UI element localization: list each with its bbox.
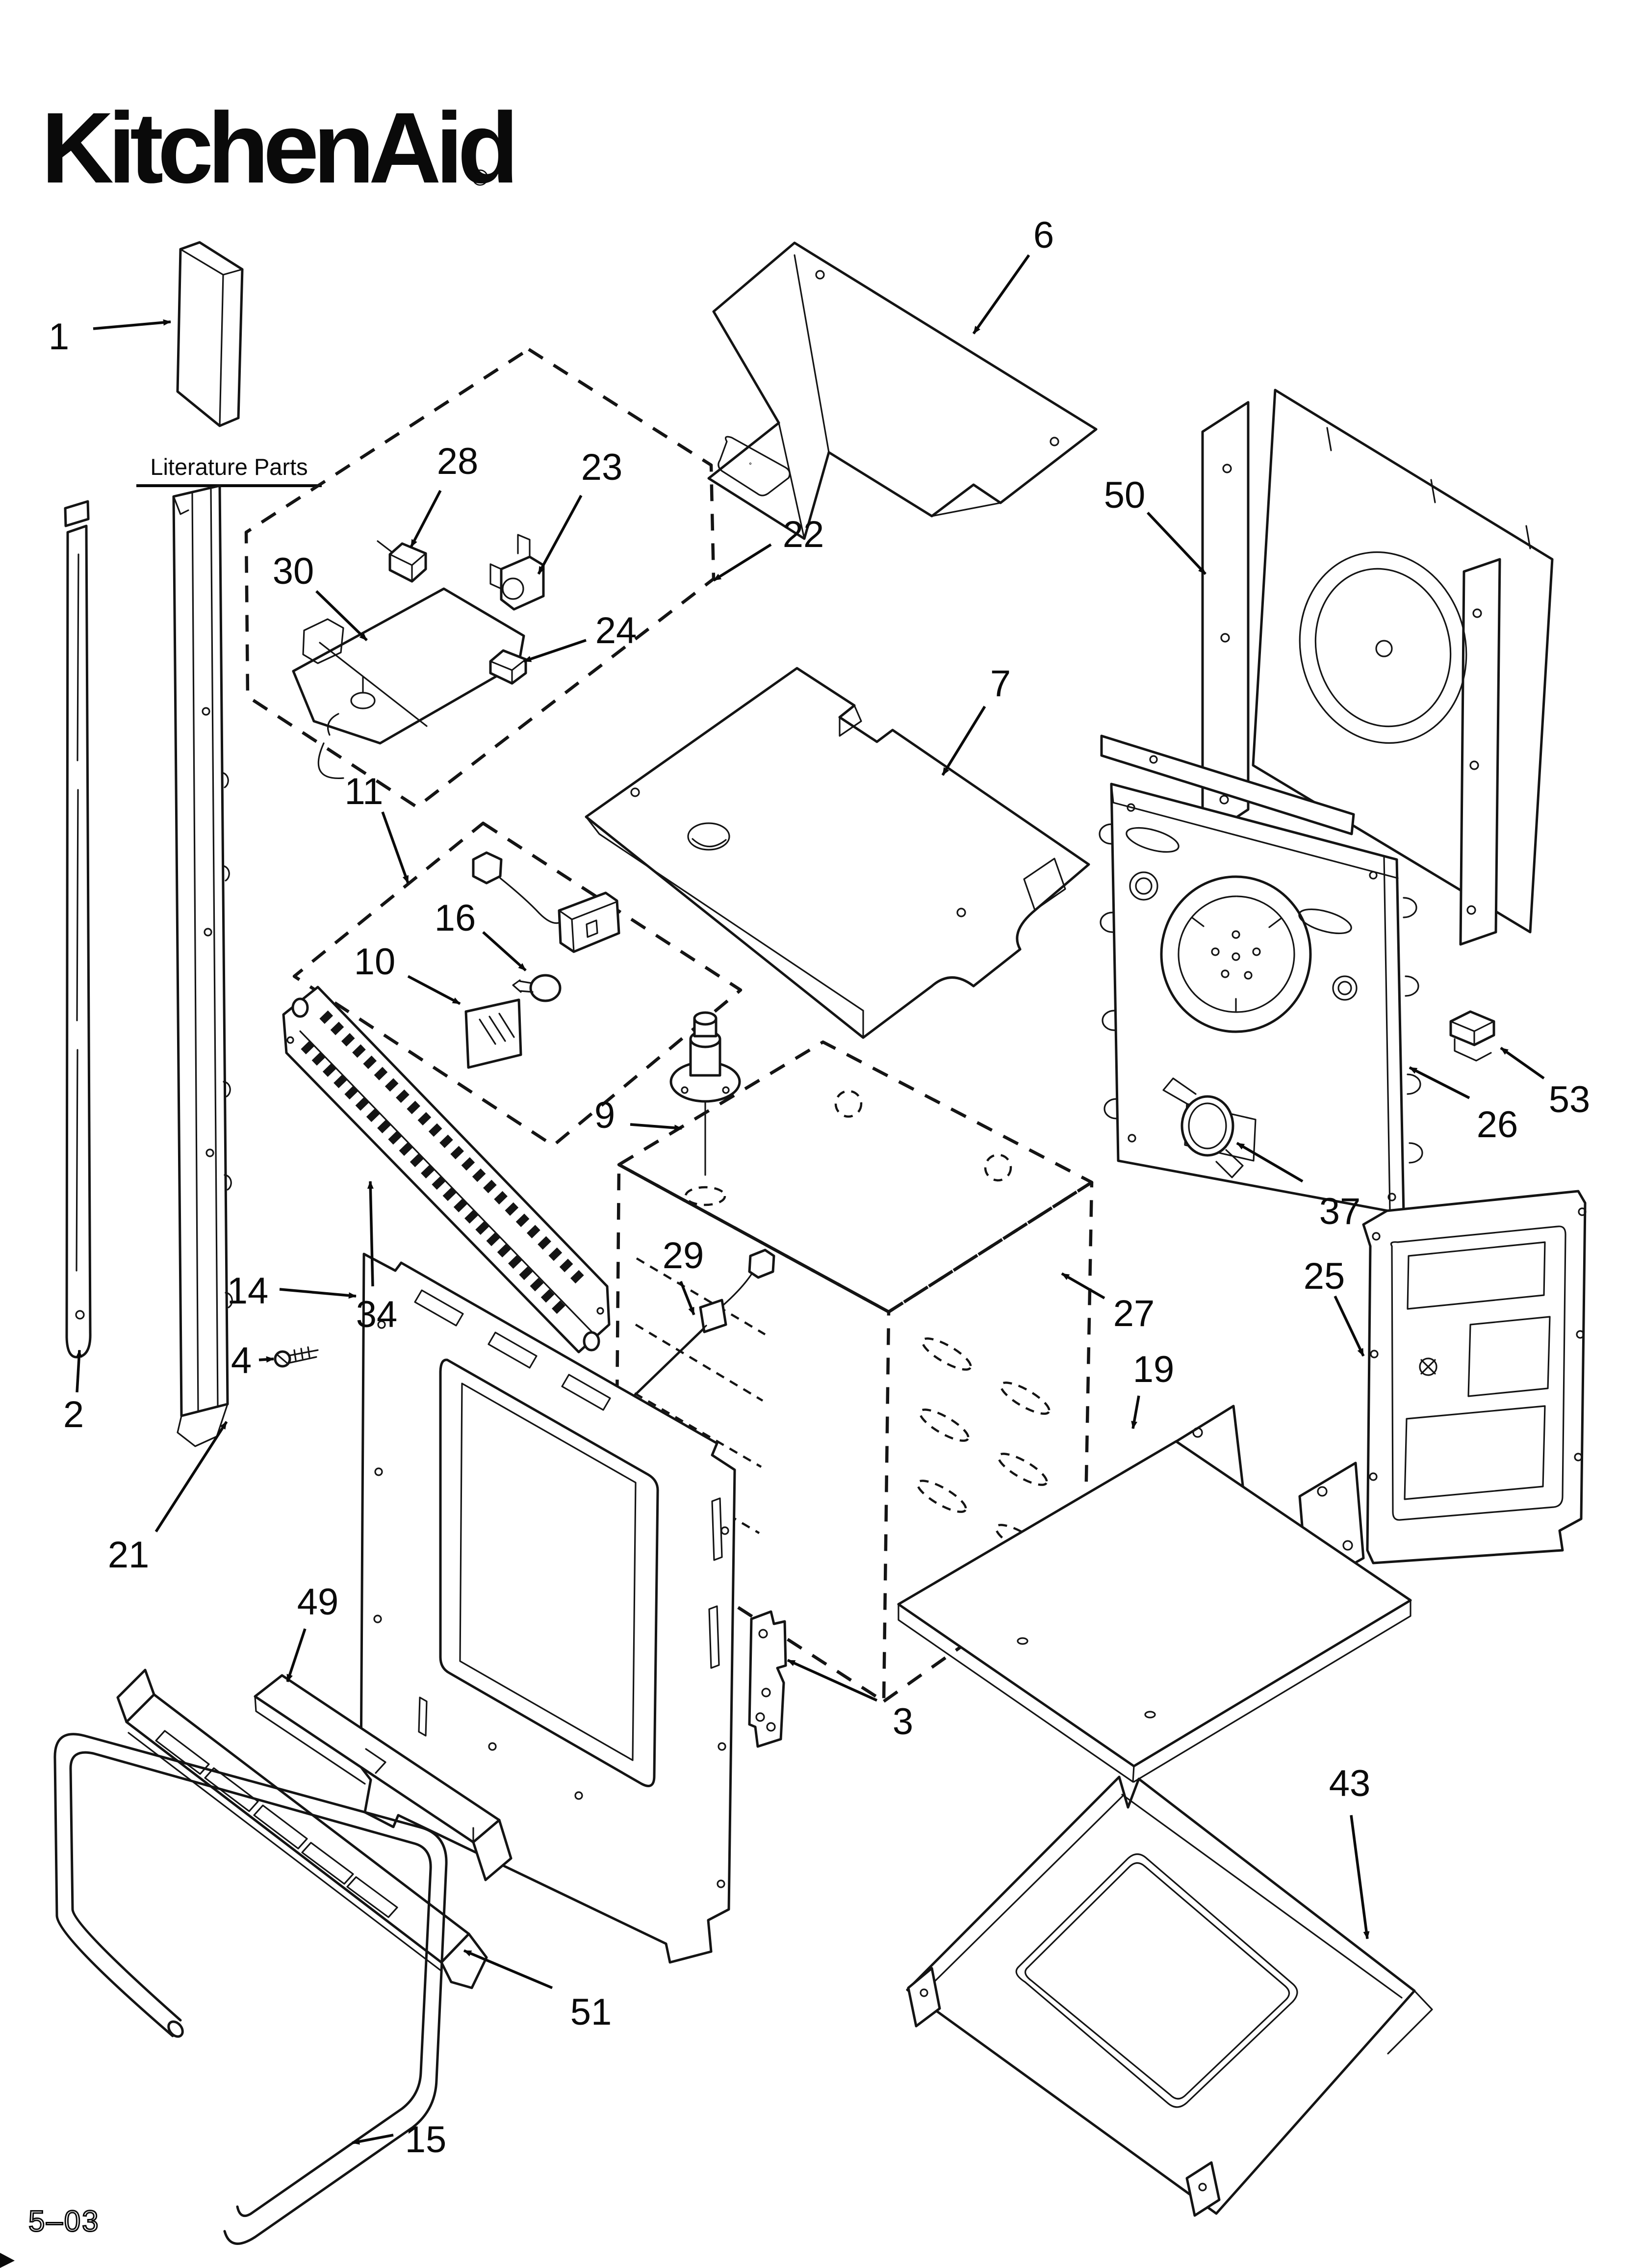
callout-37: 37 [1319,1191,1361,1232]
callout-10: 10 [354,941,396,983]
part-1-literature-booklet [176,241,244,427]
callout-29: 29 [663,1235,704,1277]
callout-arrow-29 [679,1280,695,1316]
part-49-support-bar [254,1674,513,1881]
callout-3: 3 [893,1701,913,1743]
callout-28: 28 [437,441,479,482]
part-15-door-gasket [53,1733,448,2245]
part-19-shelf-panel [897,1405,1412,1783]
callout-4: 4 [231,1340,252,1382]
callout-arrow-34 [367,1181,374,1287]
literature-label: Literature Parts [150,454,308,480]
callout-21: 21 [108,1534,150,1576]
part-26-oven-rear-panel [1099,734,1423,1215]
callout-15: 15 [405,2119,447,2161]
callout-25: 25 [1304,1255,1345,1297]
part-16-lamp-socket-and-bulb [472,851,620,1002]
part-7-oven-top-panel [585,667,1090,1039]
part-34-vent-grille [282,986,611,1354]
callout-16: 16 [435,897,476,939]
callout-9: 9 [594,1095,615,1136]
callout-23: 23 [581,446,623,488]
part-4-screw [274,1346,319,1368]
part-22-latch-region-dashed [244,347,716,809]
callout-arrow-15 [352,2134,394,2145]
callout-26: 26 [1477,1104,1518,1146]
callout-arrow-53 [1500,1046,1545,1080]
callout-arrow-16 [482,931,527,972]
part-28-switch [377,540,427,583]
callout-arrow-11 [381,811,410,884]
callout-arrow-23 [537,495,583,575]
callout-34: 34 [356,1294,398,1335]
part-21-channel-rail [172,484,233,1447]
callout-49: 49 [297,1581,339,1623]
callout-43: 43 [1329,1763,1371,1804]
callout-2: 2 [63,1394,84,1435]
callout-arrow-28 [410,490,442,548]
callout-22: 22 [783,514,824,555]
callout-1: 1 [49,316,69,358]
part-25-side-panel [1362,1190,1587,1564]
callout-arrow-10 [407,975,461,1005]
callout-arrow-51 [463,1949,553,1989]
date-code: 5–03 [28,2205,100,2238]
callout-7: 7 [990,663,1011,704]
callout-arrow-7 [941,705,986,776]
callout-arrow-22 [713,543,772,582]
callout-51: 51 [570,1991,612,2033]
page-corner-mark [0,2253,15,2268]
callout-arrow-43 [1350,1815,1370,1939]
registered-mark: ® [472,165,488,190]
part-2-side-trim [64,500,92,1358]
part-10-lamp-lens [464,998,522,1069]
part-23-latch-motor [489,534,545,611]
callout-arrow-2 [76,1350,82,1393]
callout-50: 50 [1104,474,1146,516]
part-51-trim-rail [116,1668,488,1989]
part-6-top-panel [707,241,1098,540]
callout-24: 24 [595,610,637,652]
callout-53: 53 [1549,1079,1591,1121]
callout-30: 30 [273,550,314,592]
callout-arrow-24 [523,639,587,663]
callout-14: 14 [227,1270,269,1312]
part-9-grommet-motor [669,1011,741,1176]
callout-arrow-37 [1236,1142,1304,1183]
callout-arrow-49 [286,1628,307,1682]
callout-arrow-19 [1131,1395,1140,1429]
callout-arrow-4 [258,1356,274,1363]
callout-arrow-1 [93,319,171,330]
callout-arrow-50 [1147,512,1206,575]
callout-11: 11 [345,771,384,812]
callout-arrow-27 [1061,1272,1105,1300]
callout-arrow-9 [630,1123,682,1131]
part-37-thermostat [1162,1077,1244,1178]
part-24-switch [489,649,527,685]
part-3-bracket [748,1610,787,1748]
part-53-clip [1449,1010,1495,1062]
callout-arrow-21 [154,1421,228,1533]
part-14-front-frame [359,1252,736,1964]
callout-arrow-14 [279,1288,357,1299]
part-43-bottom-tray [906,1775,1433,2217]
part-30-latch-assembly [292,587,525,780]
callout-19: 19 [1133,1349,1175,1390]
part-50-rear-panel [1201,389,1554,946]
callout-arrow-25 [1334,1295,1365,1357]
callout-arrow-6 [972,254,1030,335]
brand-logo: KitchenAid [41,92,513,204]
callout-arrow-30 [315,590,368,641]
callout-27: 27 [1113,1293,1155,1334]
callout-arrow-26 [1409,1066,1470,1099]
part-29-oven-sensor [616,1249,775,1414]
callout-6: 6 [1033,214,1054,256]
callout-arrow-3 [787,1659,878,1702]
